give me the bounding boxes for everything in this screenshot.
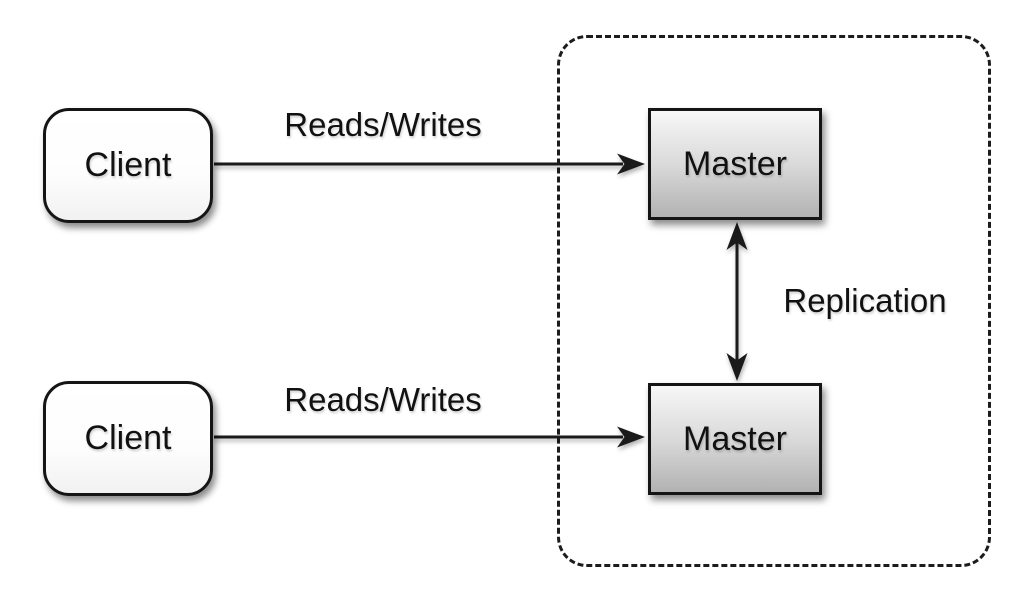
edge-label-reads-writes-bottom: Reads/Writes — [284, 381, 482, 418]
edge-label-replication: Replication — [783, 282, 947, 319]
node-master-bottom: Master — [648, 383, 822, 495]
replication-cluster-boundary — [557, 35, 991, 567]
node-client-bottom-label: Client — [84, 419, 172, 457]
edge-label-reads-writes-top: Reads/Writes — [284, 106, 482, 143]
node-client-top: Client — [43, 108, 213, 223]
node-client-bottom: Client — [43, 381, 213, 496]
node-master-bottom-label: Master — [683, 419, 787, 458]
node-client-top-label: Client — [84, 146, 172, 184]
node-master-top-label: Master — [683, 144, 787, 183]
node-master-top: Master — [648, 108, 822, 220]
